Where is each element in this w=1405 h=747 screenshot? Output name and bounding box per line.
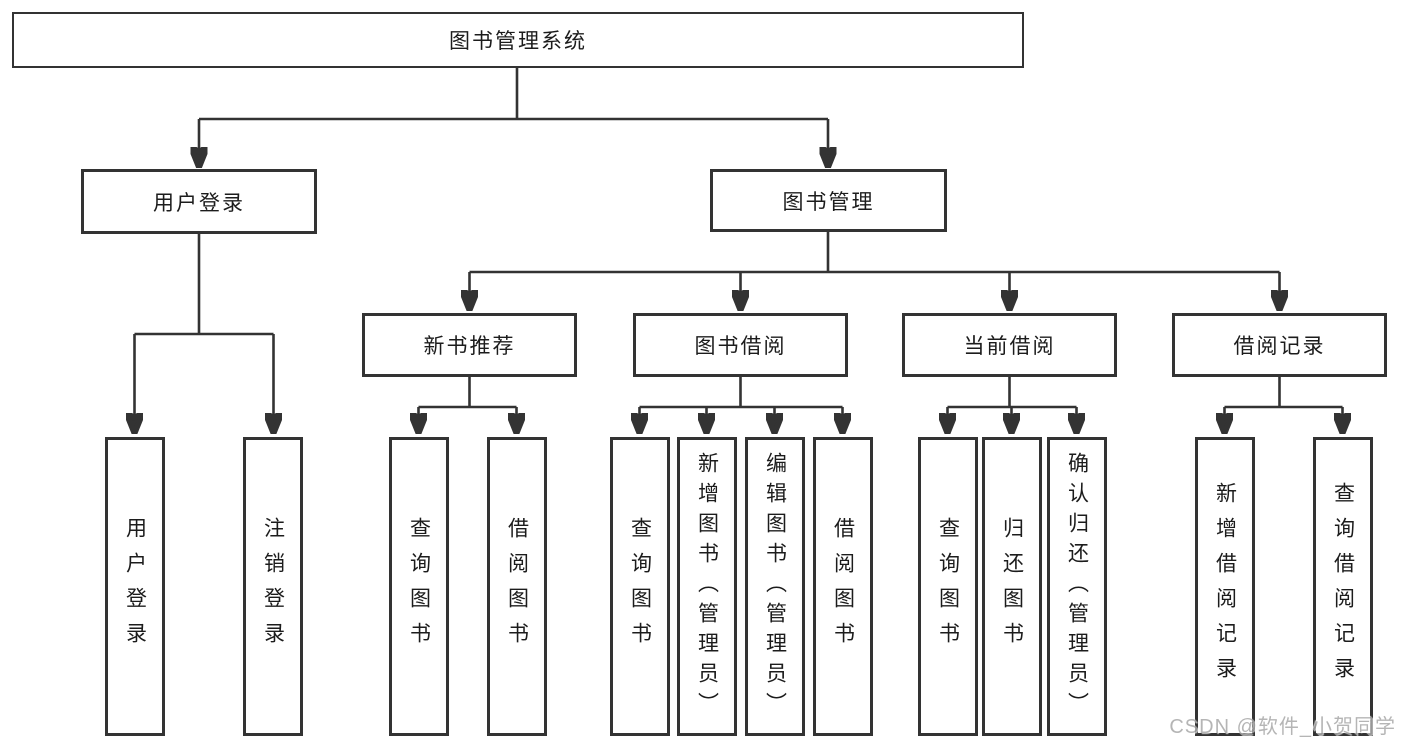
node-label: 查询借阅记录 <box>1331 481 1355 692</box>
node-new-book-recommend: 新书推荐 <box>362 313 577 377</box>
leaf-user-login: 用户登录 <box>105 437 165 736</box>
leaf-edit-book-admin: 编辑图书（管理员） <box>745 437 805 736</box>
node-label: 查询图书 <box>936 516 960 657</box>
node-label: 用户登录 <box>153 191 245 215</box>
leaf-query-book-borrow: 查询图书 <box>610 437 670 736</box>
watermark-text: CSDN @软件_小贺同学 <box>1169 716 1396 738</box>
leaf-borrow-book: 借阅图书 <box>813 437 873 736</box>
node-label: 确认归还（管理员） <box>1065 451 1089 722</box>
leaf-return-book: 归还图书 <box>982 437 1042 736</box>
node-label: 借阅图书 <box>831 516 855 657</box>
node-label: 图书管理 <box>782 190 875 214</box>
leaf-confirm-return-admin: 确认归还（管理员） <box>1047 437 1107 736</box>
leaf-logout: 注销登录 <box>243 437 303 736</box>
node-label: 图书管理系统 <box>449 30 587 53</box>
node-label: 用户登录 <box>123 516 147 657</box>
leaf-query-book-current: 查询图书 <box>918 437 978 736</box>
node-borrow-records: 借阅记录 <box>1172 313 1387 377</box>
node-book-management: 图书管理 <box>710 169 947 232</box>
node-user-login: 用户登录 <box>81 169 317 234</box>
node-label: 查询图书 <box>628 516 652 657</box>
leaf-query-borrow-record: 查询借阅记录 <box>1313 437 1373 736</box>
node-label: 新书推荐 <box>423 335 516 358</box>
node-book-borrow: 图书借阅 <box>633 313 848 377</box>
node-label: 注销登录 <box>261 516 285 657</box>
leaf-query-book-recommend: 查询图书 <box>389 437 449 736</box>
leaf-borrow-book-recommend: 借阅图书 <box>487 437 547 736</box>
node-label: 归还图书 <box>1000 516 1024 657</box>
leaf-add-book-admin: 新增图书（管理员） <box>677 437 737 736</box>
node-label: 图书借阅 <box>694 335 787 358</box>
node-current-borrow: 当前借阅 <box>902 313 1117 377</box>
node-label: 借阅图书 <box>505 516 529 657</box>
node-label: 新增借阅记录 <box>1213 481 1237 692</box>
node-label: 新增图书（管理员） <box>695 451 719 722</box>
node-label: 当前借阅 <box>963 335 1056 358</box>
node-label: 查询图书 <box>407 516 431 657</box>
node-label: 编辑图书（管理员） <box>763 451 787 722</box>
node-library-management-system: 图书管理系统 <box>12 12 1024 68</box>
node-label: 借阅记录 <box>1233 335 1326 358</box>
leaf-add-borrow-record: 新增借阅记录 <box>1195 437 1255 736</box>
